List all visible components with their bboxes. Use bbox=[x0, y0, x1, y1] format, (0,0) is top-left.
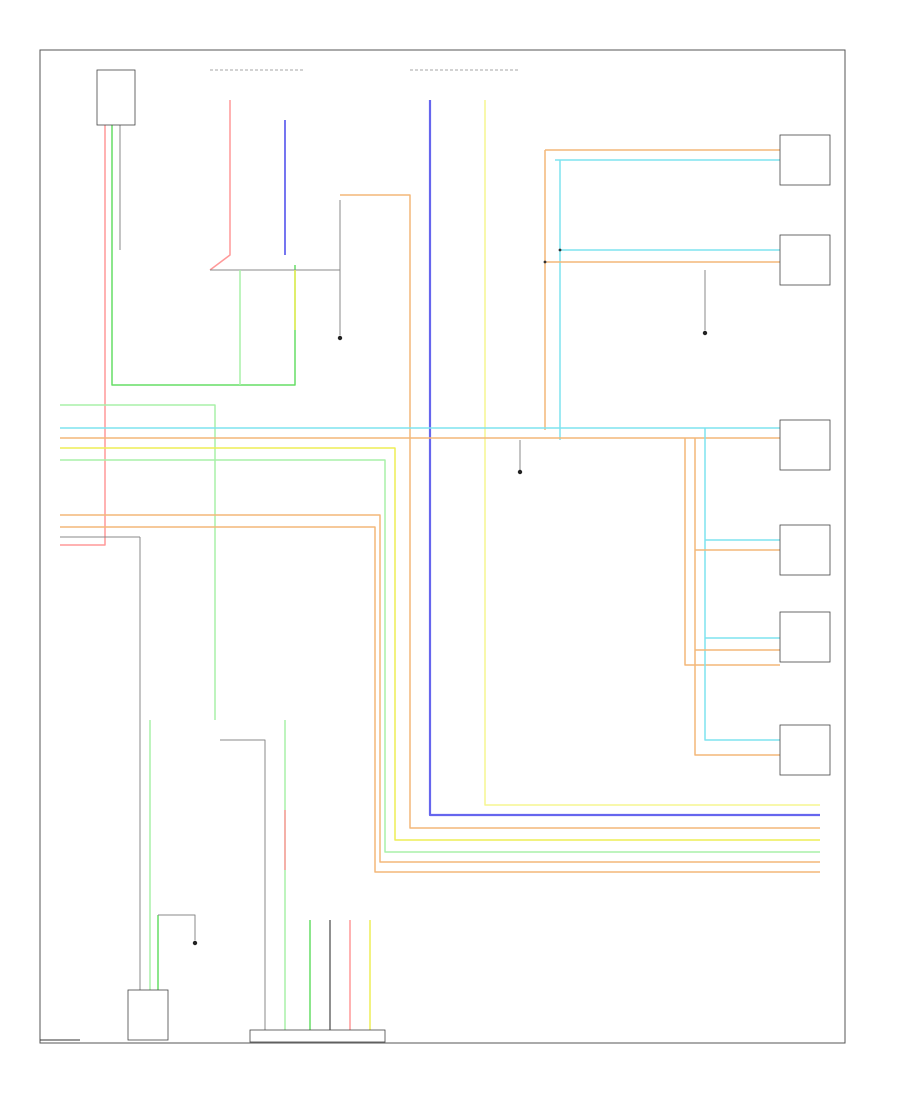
wire-pink-fuse bbox=[209, 100, 231, 271]
junction-cyan-rc2 bbox=[558, 248, 562, 252]
wire-gray-lower-left-box bbox=[158, 914, 196, 940]
wire-gray-lower-mid bbox=[220, 739, 266, 1030]
wire-orange-right-branch-2 bbox=[694, 438, 780, 756]
top-left-component-box bbox=[96, 69, 136, 126]
wire-green-left-loop bbox=[111, 125, 296, 386]
wire-yellow-main bbox=[60, 447, 820, 841]
diagram-frame bbox=[39, 49, 846, 1044]
bottom-connector bbox=[249, 1029, 386, 1043]
right-component-1 bbox=[779, 134, 831, 186]
wire-layer bbox=[60, 69, 820, 1040]
wire-yellow-long bbox=[484, 100, 820, 806]
right-component-6 bbox=[779, 724, 831, 776]
wire-cyan-right-branch bbox=[704, 428, 780, 741]
wire-lightgreen-main bbox=[60, 459, 820, 853]
component-layer bbox=[39, 49, 846, 1044]
wire-orange-lower-1 bbox=[60, 514, 820, 863]
ground-symbol-right bbox=[702, 330, 708, 336]
lower-left-component bbox=[127, 989, 169, 1041]
wire-orange-lower-2 bbox=[60, 526, 820, 873]
ground-symbol-bus bbox=[517, 469, 523, 475]
wire-orange-right-branch bbox=[684, 438, 780, 666]
wire-orange-long bbox=[340, 194, 820, 829]
wire-lightgreen-bus-drop bbox=[60, 404, 216, 720]
right-component-5 bbox=[779, 611, 831, 663]
right-component-3 bbox=[779, 419, 831, 471]
right-component-2 bbox=[779, 234, 831, 286]
wire-pink-left-vertical bbox=[60, 125, 106, 546]
junction-orange-rc2 bbox=[543, 260, 547, 264]
ground-symbol-lower-left bbox=[192, 940, 198, 946]
ground-symbol-center bbox=[337, 335, 343, 341]
wire-blue-long bbox=[428, 100, 820, 817]
right-component-4 bbox=[779, 524, 831, 576]
